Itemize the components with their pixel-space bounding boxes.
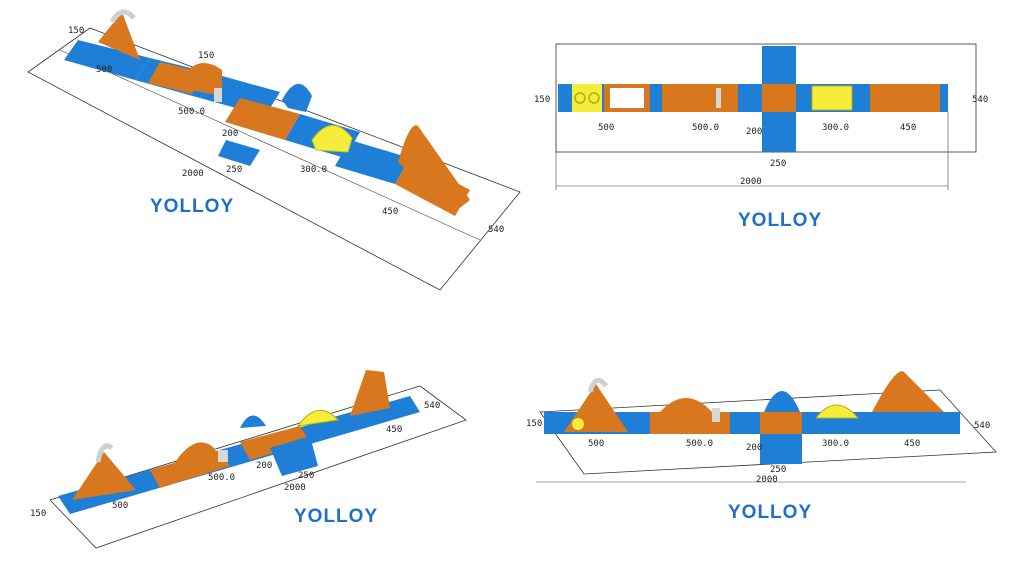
dim-dome: 300.0 <box>300 165 327 175</box>
dim-ramp: 450 <box>900 123 916 133</box>
brand-logo: YOLLOY <box>150 196 234 217</box>
dim-pad-depth: 250 <box>770 159 786 169</box>
hill-obstacle <box>170 442 220 470</box>
dim-ramp: 450 <box>382 207 398 217</box>
dimension-frame <box>539 389 997 475</box>
dim-ramp: 450 <box>904 439 920 449</box>
brand-logo: YOLLOY <box>728 502 812 523</box>
dim-pad-depth: 250 <box>226 165 242 175</box>
dim-total-length: 2000 <box>740 177 762 187</box>
dim-pad-depth: 250 <box>298 471 314 481</box>
dim-total-width: 540 <box>424 401 440 411</box>
a-frame-tower <box>72 452 136 500</box>
dim-total-width: 540 <box>972 95 988 105</box>
dim-second-section: 500.0 <box>692 123 719 133</box>
dim-height: 150 <box>534 95 550 105</box>
dim-pad-depth: 250 <box>770 465 786 475</box>
dim-dome: 300.0 <box>822 439 849 449</box>
hill-obstacle <box>180 62 222 96</box>
centre-line <box>59 49 481 241</box>
brand-logo: YOLLOY <box>738 210 822 231</box>
dim-total-length: 2000 <box>284 483 306 493</box>
dim-total-width: 540 <box>488 225 504 235</box>
yellow-dome <box>311 125 353 153</box>
cross-pad-top <box>762 46 796 84</box>
dim-second-section: 500.0 <box>208 473 235 483</box>
dim-mid-height: 150 <box>198 51 214 61</box>
module-start <box>64 40 150 80</box>
brand-logo: YOLLOY <box>294 506 378 527</box>
climb-wall <box>282 83 312 112</box>
dim-height: 150 <box>68 26 84 36</box>
dim-pad-width: 200 <box>746 127 762 137</box>
view-plan-top: 150 500 500.0 200 300.0 450 250 2000 540… <box>534 43 988 231</box>
climb-wall <box>764 391 800 412</box>
dim-ramp: 450 <box>386 425 402 435</box>
dim-pad-width: 200 <box>746 443 762 453</box>
dim-first-section: 500 <box>112 501 128 511</box>
yellow-dome <box>814 404 860 419</box>
dim-first-section: 500 <box>96 65 112 75</box>
hill-obstacle <box>660 398 712 412</box>
a-frame-tower <box>98 12 140 60</box>
view-perspective-bottom: 150 500 500.0 200 250 450 2000 540 YOLLO… <box>30 370 467 549</box>
dim-total-length: 2000 <box>756 475 778 485</box>
view-isometric-top: 150 500 150 500.0 200 250 300.0 450 2000… <box>27 9 521 291</box>
dim-first-section: 500 <box>598 123 614 133</box>
dim-height: 150 <box>526 419 542 429</box>
dim-total-length: 2000 <box>182 169 204 179</box>
dim-dome: 300.0 <box>822 123 849 133</box>
dim-total-width: 540 <box>974 421 990 431</box>
cross-pad-bottom <box>762 112 796 152</box>
course-strip <box>58 396 420 514</box>
dimension-frame <box>27 27 521 291</box>
yellow-dome <box>296 410 339 427</box>
dim-pad-width: 200 <box>256 461 272 471</box>
climb-wall <box>240 415 266 428</box>
dim-first-section: 500 <box>588 439 604 449</box>
dim-second-section: 500.0 <box>178 107 205 117</box>
module-cross-pad <box>225 98 300 140</box>
dim-second-section: 500.0 <box>686 439 713 449</box>
cross-pad <box>760 434 802 464</box>
dim-pad-width: 200 <box>222 129 238 139</box>
view-side-bottom: 150 500 500.0 200 300.0 450 250 2000 540… <box>526 371 997 523</box>
dimension-frame <box>49 385 467 549</box>
dim-height: 150 <box>30 509 46 519</box>
